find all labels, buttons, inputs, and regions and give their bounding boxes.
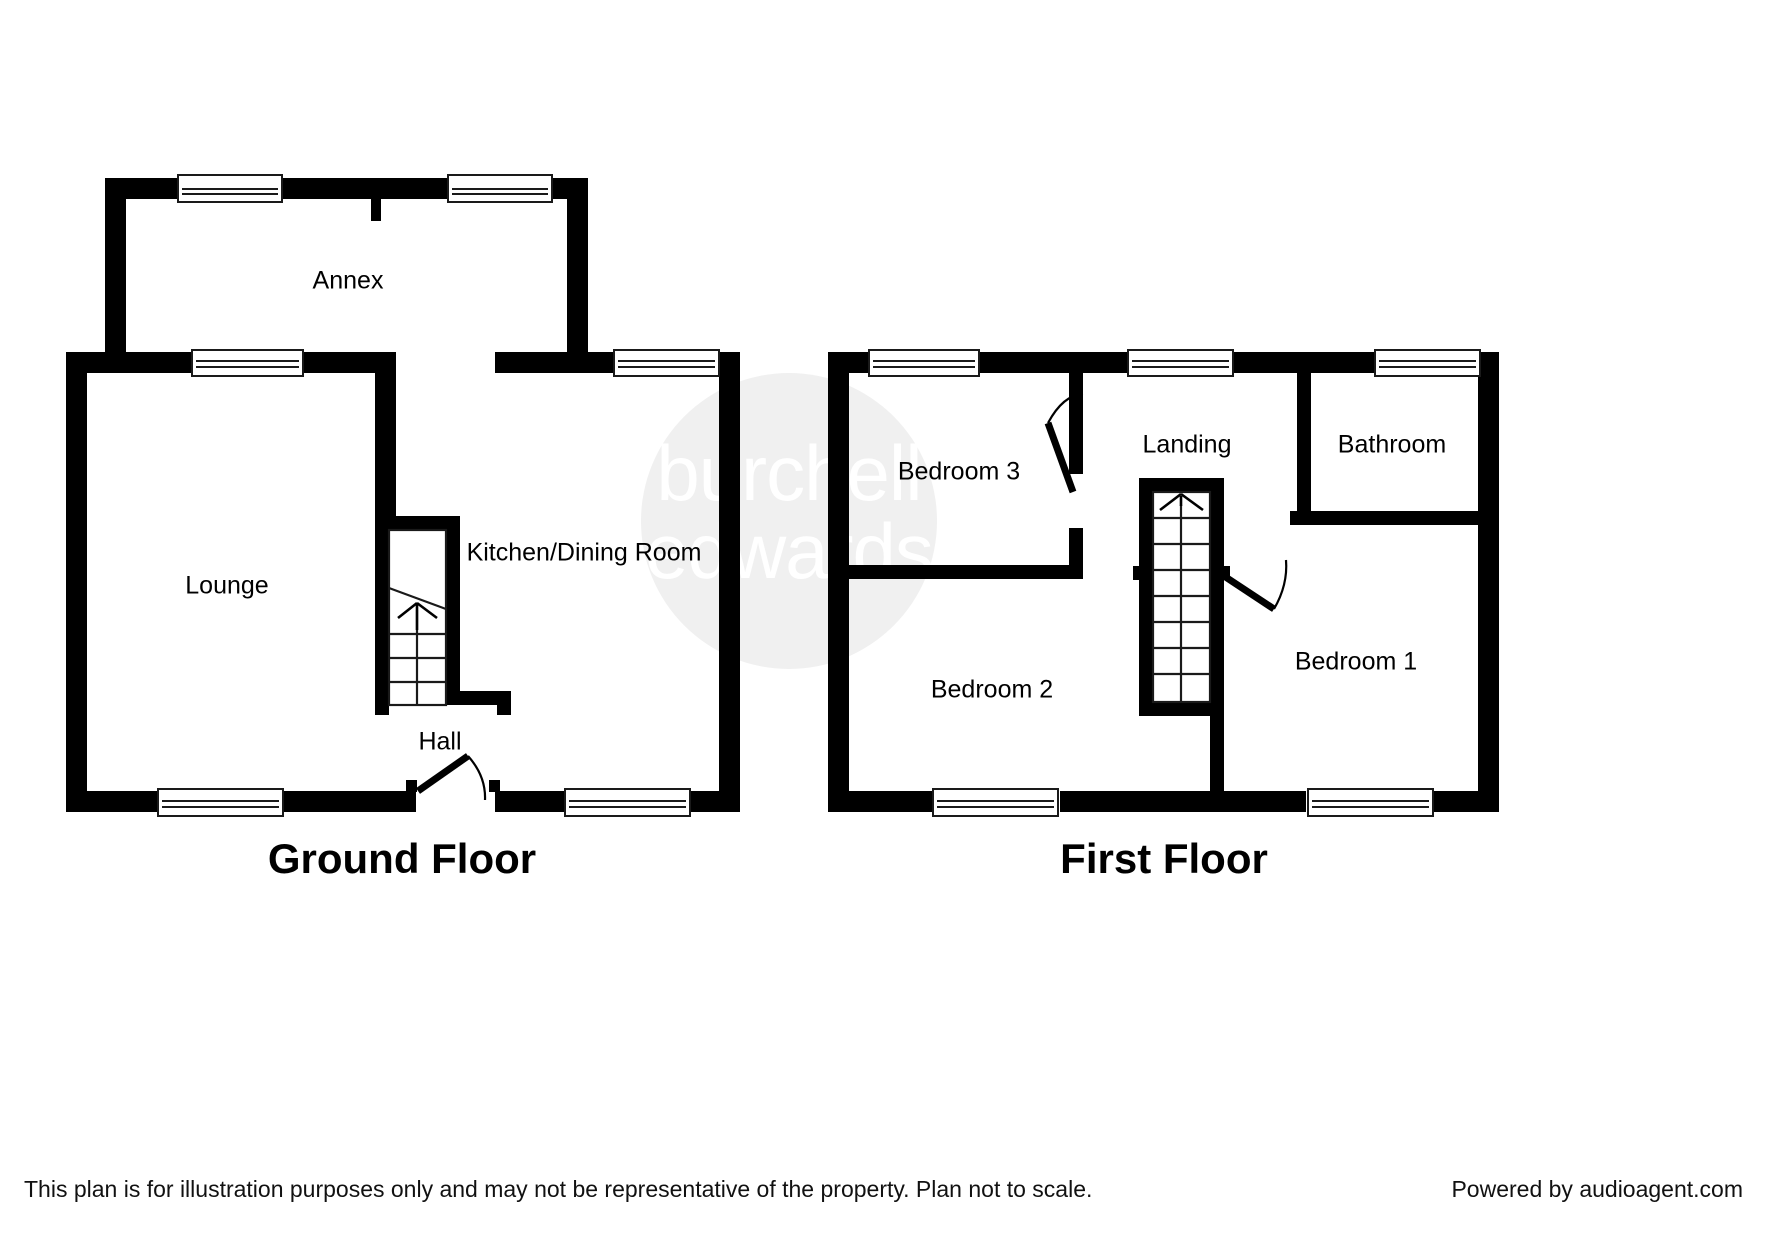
powered-by-text: Powered by audioagent.com [1451,1176,1743,1202]
bathroom-bedroom1-wall [1290,511,1479,525]
stair-enclosure-right-wall [1210,478,1224,812]
ground-left-wall [66,352,87,812]
front-door-jamb-left [406,780,417,792]
annex-wall-stub [371,199,381,221]
floor-title-ground: Ground Floor [267,835,537,882]
room-label-hall: Hall [418,727,462,756]
disclaimer-text: This plan is for illustration purposes o… [24,1176,1093,1202]
first-staircase [1151,490,1212,704]
annex-right-wall [567,178,588,363]
kitchen-bottom-window [564,788,691,817]
hall-bottom-nib-left [375,701,389,715]
hall-bottom-return-wall [446,691,511,705]
landing-window [1127,349,1234,377]
first-top-wall-c [1231,352,1376,373]
bedroom3-landing-wall-upper [1069,373,1083,474]
room-label-lounge: Lounge [185,571,269,600]
first-top-wall-b [975,352,1130,373]
floor-title-first: First Floor [1060,835,1268,882]
room-label-bedroom-1: Bedroom 1 [1294,647,1418,676]
lounge-kitchen-partition [375,352,396,516]
front-door [415,753,487,801]
stair-enclosure-left-wall [1139,478,1153,716]
lounge-bottom-window [157,788,284,817]
first-bottom-wall-c [1430,791,1499,812]
ground-staircase [387,528,448,707]
ground-floor-plan [66,174,740,817]
bathroom-window [1374,349,1481,377]
room-label-bedroom-3: Bedroom 3 [897,457,1021,486]
room-label-bathroom: Bathroom [1337,430,1447,459]
hall-stair-top-wall [375,516,460,530]
watermark-line1: burchell [656,429,921,517]
first-bottom-wall-b [1060,791,1306,812]
first-right-wall [1478,352,1499,812]
bedroom3-landing-wall-lower [1069,528,1083,572]
first-bottom-wall-a [828,791,936,812]
watermark-line2: edwards [645,507,933,595]
watermark-circle [641,373,937,669]
stair-nib-left [1133,566,1141,580]
hall-stair-right-wall [446,516,460,701]
ground-bottom-wall-c [495,791,575,812]
landing-bathroom-wall [1297,373,1311,518]
ground-bottom-wall-d [685,791,740,812]
annex-left-wall [105,178,126,353]
kitchen-top-window [613,349,720,377]
stair-nib-right [1222,566,1230,580]
lounge-top-window [191,349,304,377]
bedroom3-window [868,349,980,377]
hall-stair-left-wall [375,516,389,715]
room-label-bedroom-2: Bedroom 2 [930,675,1054,704]
bedroom2-window [932,788,1059,817]
ground-right-wall [719,352,740,812]
bedroom1-door [1222,559,1288,612]
watermark: burchell edwards [641,373,937,669]
hall-bottom-nib-right [497,691,511,715]
ground-bottom-wall-b [281,791,416,812]
bedroom1-window [1307,788,1434,817]
bedroom3-bedroom2-wall [849,565,1083,579]
kitchen-top-left-stub [495,352,590,373]
annex-window-left [177,174,283,203]
stair-enclosure-top-wall [1139,478,1224,492]
annex-window-right [447,174,553,203]
bedroom3-door [1044,392,1084,494]
room-label-annex: Annex [312,266,384,295]
first-floor-plan [828,349,1499,817]
room-label-kitchen-dining-room: Kitchen/Dining Room [466,538,702,567]
ground-bottom-wall-a [66,791,161,812]
first-left-wall [828,352,849,812]
stair-enclosure-bottom-wall [1139,702,1224,716]
front-door-jamb-right [489,780,500,792]
room-label-landing: Landing [1142,430,1232,459]
